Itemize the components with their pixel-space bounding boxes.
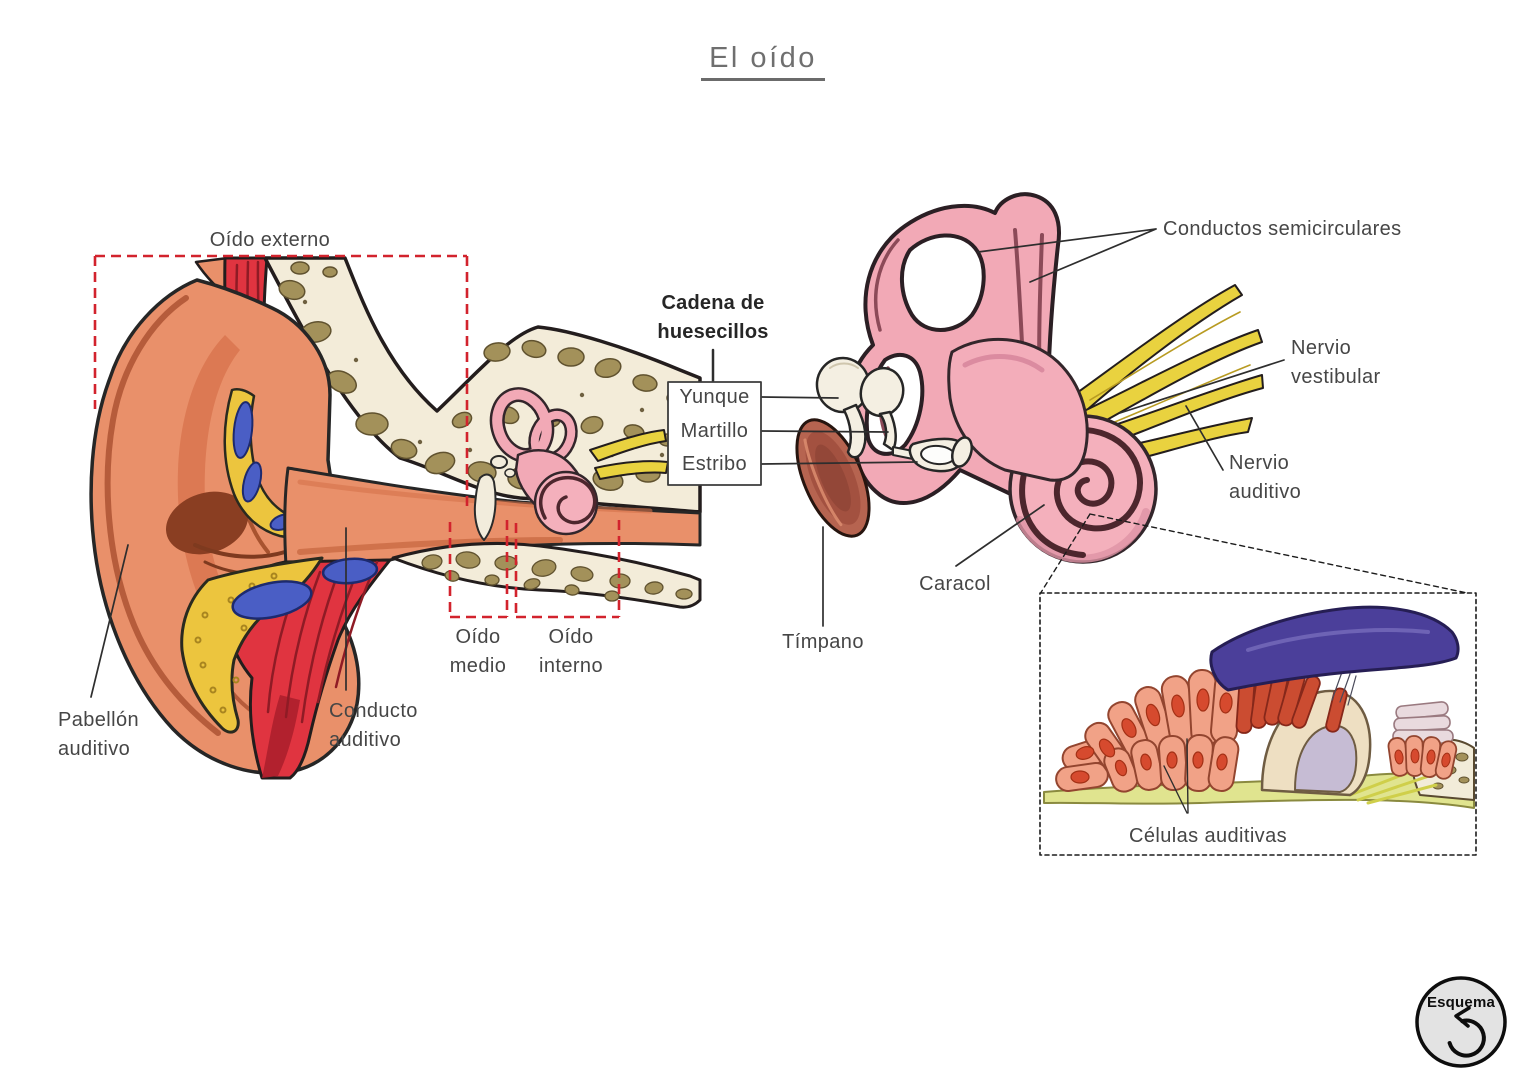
label-eardrum: Tímpano [782,631,864,653]
magnifier-lines [1039,513,1473,595]
label-stapes: Estribo [681,453,748,475]
label-hair-cells: Células auditivas [1129,825,1287,847]
small-nerve-shape [589,429,669,480]
hair-cell-nuclei [1070,688,1233,784]
eardrum-shape [795,418,871,538]
vestibule-shape [947,337,1089,482]
label-middle-ear: Oído medio [449,626,507,677]
vestibular-nerve-leader [1119,359,1285,414]
lower-bone-spots [421,551,693,602]
esquema-badge-label[interactable]: Esquema [1426,994,1496,1011]
hair-cells-inset [1039,513,1477,856]
middle-ear-box [448,520,509,619]
right-cell-cluster [1387,701,1458,780]
semicircular-leaders [977,228,1157,283]
pinna-leader [90,544,129,698]
cochlea-leader [955,504,1045,567]
label-ear-canal: Conducto auditivo [329,700,418,751]
page-title: El oído [701,44,825,81]
label-pinna: Pabellón auditivo [58,709,140,760]
label-cochlea: Caracol [919,573,991,595]
concha-shadow [165,491,249,555]
esquema-badge[interactable] [1415,976,1507,1068]
incus-leader [761,396,839,399]
label-malleus: Martillo [680,420,749,442]
label-vestibular-nerve: Nervio vestibular [1291,337,1381,388]
label-incus: Yunque [679,386,750,408]
small-eardrum-shape [473,473,497,541]
label-inner-ear: Oído interno [539,626,603,677]
hair-cells-leaders [1163,738,1189,814]
inner-ear-box [514,520,621,619]
leader-lines [90,228,1285,814]
malleus-leader [761,430,889,433]
small-labyrinth-shape [473,387,669,541]
label-ossicle-chain-heading: Cadena de huesecillos [657,292,769,343]
lower-fat-band-shape [180,556,379,734]
outer-ear-illustration [89,256,702,780]
label-outer-ear: Oído externo [209,229,331,251]
stapes-leader [761,461,918,465]
region-boxes [93,254,621,619]
inner-ear-illustration [795,192,1264,564]
lower-bone-shape [391,541,702,609]
ossicles-shape [815,356,973,473]
vein-blobs-lower [231,557,379,620]
auditory-nerve-leader [1185,405,1224,471]
tectorial-membrane-shape [1209,605,1460,692]
circular-arrow-icon [1447,1006,1486,1058]
ossicle-label-box [667,381,762,486]
label-semicircular-canals: Conductos semicirculares [1163,218,1402,240]
basilar-membrane-shape [1043,772,1475,809]
label-auditory-nerve: Nervio auditivo [1229,452,1302,503]
